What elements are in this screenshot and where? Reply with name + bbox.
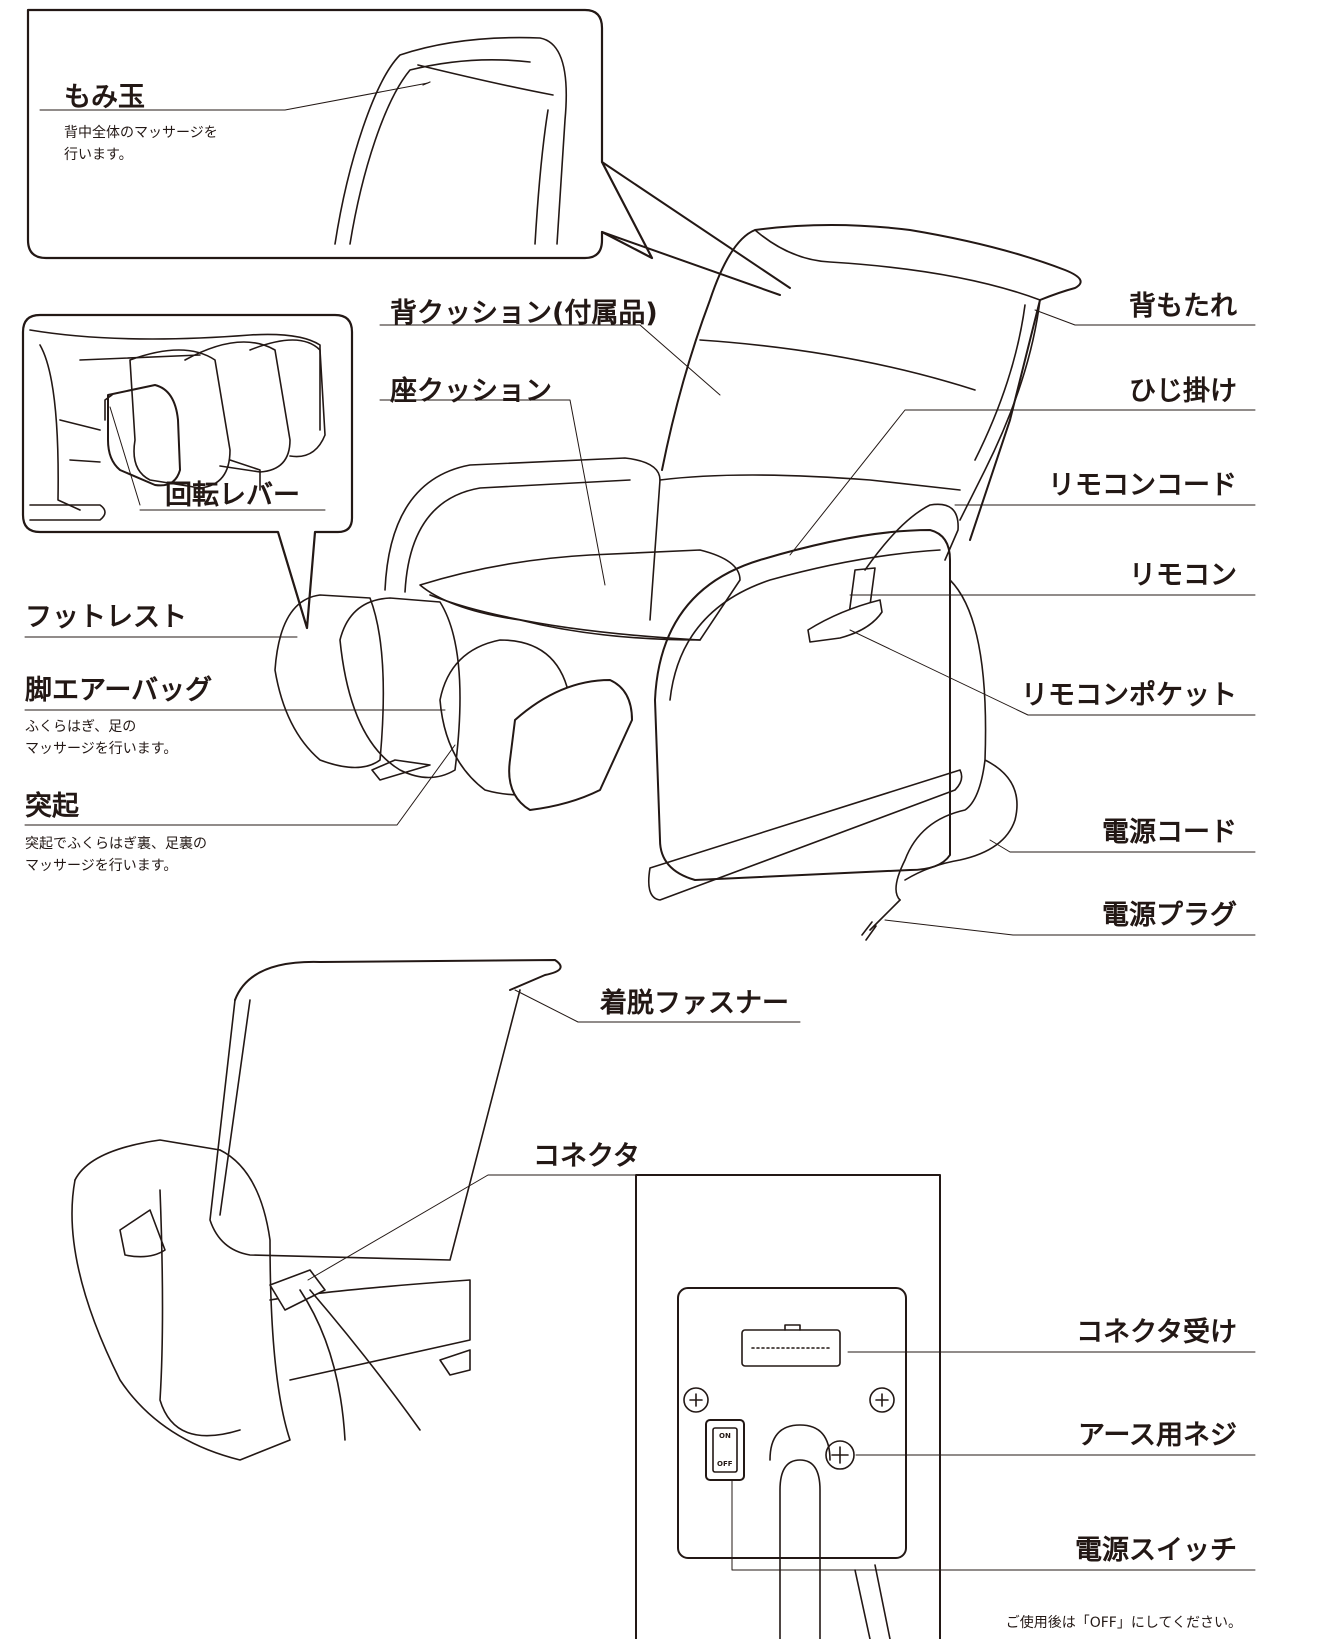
leader-lines: [24, 82, 1256, 1571]
inset-kaiten-lever: [21, 313, 354, 630]
remote-cord-shape: [864, 503, 959, 571]
back-view-chair: [71, 959, 562, 1461]
inset-momidama: [26, 8, 654, 260]
switch-on-label: ON: [719, 1432, 731, 1440]
switch-off-label: OFF: [717, 1460, 733, 1468]
label-kaiten-lever: 回転レバー: [165, 480, 300, 511]
label-power-plug: 電源プラグ: [1102, 900, 1237, 931]
label-zipper: 着脱ファスナー: [600, 988, 789, 1019]
desc-momidama-line2: 行います。: [64, 147, 133, 163]
left-arm: [384, 457, 661, 621]
power-plug-shape: [861, 899, 901, 941]
label-connector: コネクタ: [533, 1141, 640, 1172]
connector-shape: [269, 1269, 326, 1311]
label-back-cushion: 背クッション(付属品): [390, 298, 658, 329]
label-footrest: フットレスト: [25, 602, 187, 633]
label-ground-screw: アース用ネジ: [1077, 1420, 1237, 1451]
label-power-cord: 電源コード: [1102, 817, 1237, 848]
label-remote-pocket: リモコンポケット: [1021, 680, 1237, 711]
label-remote-cord: リモコンコード: [1048, 470, 1237, 501]
main-chair: [274, 161, 1082, 941]
label-momidama: もみ玉: [64, 82, 145, 113]
desc-leg-airbag: ふくらはぎ、足の マッサージを行います。: [25, 716, 177, 760]
desc-tokki-line2: マッサージを行います。: [25, 858, 178, 874]
label-armrest: ひじ掛け: [1129, 376, 1237, 407]
label-leg-airbag: 脚エアーバッグ: [25, 675, 213, 706]
ground-screw-shape: [825, 1440, 855, 1470]
desc-momidama-line1: 背中全体のマッサージを: [64, 125, 218, 141]
leg-airbag-left: [274, 594, 385, 769]
connector-receptacle-shape: [741, 1329, 841, 1367]
desc-momidama: 背中全体のマッサージを 行います。: [64, 122, 218, 166]
label-seat-cushion: 座クッション: [390, 376, 552, 407]
label-connector-receptacle: コネクタ受け: [1076, 1317, 1237, 1348]
label-remote: リモコン: [1129, 560, 1237, 591]
right-arm: [654, 529, 951, 881]
remote-pocket: [807, 599, 883, 643]
backrest: [661, 224, 1082, 541]
label-power-switch: 電源スイッチ: [1075, 1535, 1237, 1566]
label-tokki: 突起: [25, 791, 79, 822]
foot-block: [508, 679, 633, 811]
desc-tokki-line1: 突起でふくらはぎ裏、足裏の: [25, 836, 207, 852]
desc-tokki: 突起でふくらはぎ裏、足裏の マッサージを行います。: [25, 833, 207, 877]
note-power-switch: ご使用後は「OFF」にしてください。: [1005, 1615, 1242, 1631]
power-switch-shape: [705, 1419, 745, 1481]
power-cord-shape: [895, 579, 1018, 901]
desc-leg-airbag-line1: ふくらはぎ、足の: [25, 719, 137, 735]
label-backrest: 背もたれ: [1129, 291, 1237, 322]
leg-airbag-mid: [339, 597, 461, 779]
power-panel: [635, 1174, 941, 1639]
desc-leg-airbag-line2: マッサージを行います。: [25, 741, 178, 757]
seat-cushion: [419, 549, 741, 641]
inset-backrest-outline: [334, 36, 568, 245]
